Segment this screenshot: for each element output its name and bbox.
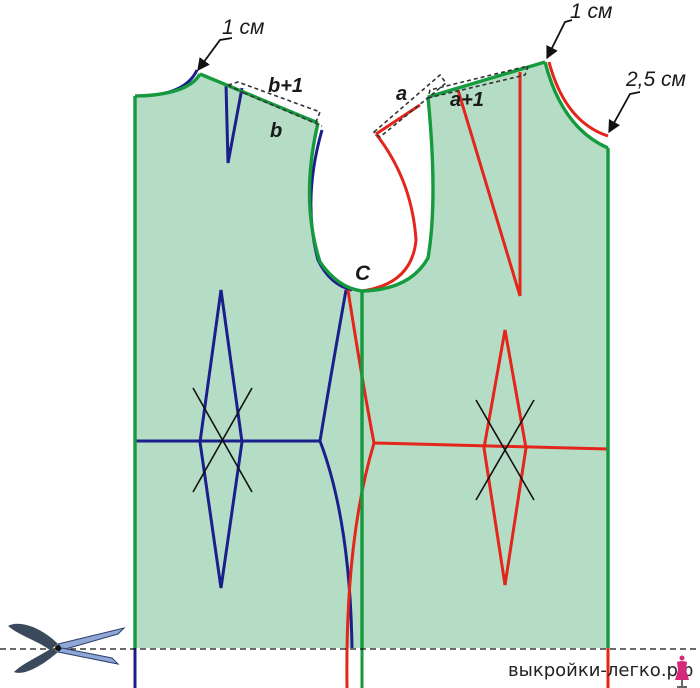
front-armhole-lower (361, 133, 418, 293)
site-watermark: выкройки-легко.рф (508, 660, 693, 681)
dress-form-icon (675, 655, 689, 688)
label-back-shoulder-new: b+1 (268, 75, 303, 97)
back-shoulder-dart (224, 83, 244, 164)
label-back-shoulder-old: b (270, 120, 282, 142)
arrow-armhole (608, 91, 641, 134)
new-outline (133, 60, 610, 648)
front-waist-line (373, 441, 609, 451)
hem-extensions (133, 648, 610, 688)
label-neck-offset-back: 1 см (222, 16, 264, 39)
bracket-front-a1 (426, 64, 530, 100)
label-armhole-point: C (355, 262, 371, 285)
front-shoulder-new (427, 60, 546, 99)
front-side-seam (345, 289, 376, 688)
back-waist-dart (198, 289, 244, 589)
bracket-back-shoulder (227, 81, 323, 127)
measure-brackets (227, 64, 530, 139)
front-neck-original (547, 61, 609, 138)
front-shoulder-original (375, 103, 421, 136)
arrow-back-neck (197, 37, 233, 72)
front-bust-dart (456, 72, 522, 297)
back-neck-new (134, 73, 202, 98)
annotation-arrows (197, 19, 641, 134)
dart-cross-marks (192, 387, 535, 501)
front-neck-new (543, 61, 609, 150)
bracket-front-shoulder (372, 73, 448, 139)
front-waist-dart (482, 329, 528, 586)
bodice-fill (135, 62, 608, 648)
scissors-icon (8, 623, 126, 673)
back-side-seam (318, 289, 354, 649)
label-armhole-offset: 2,5 см (625, 68, 686, 91)
label-front-shoulder-old: a (396, 83, 407, 105)
front-original-lines (345, 61, 609, 688)
label-front-shoulder-new: a+1 (450, 89, 484, 111)
arrow-front-neck (546, 19, 573, 60)
armhole-new (307, 96, 435, 293)
label-neck-offset-front: 1 см (570, 0, 612, 23)
